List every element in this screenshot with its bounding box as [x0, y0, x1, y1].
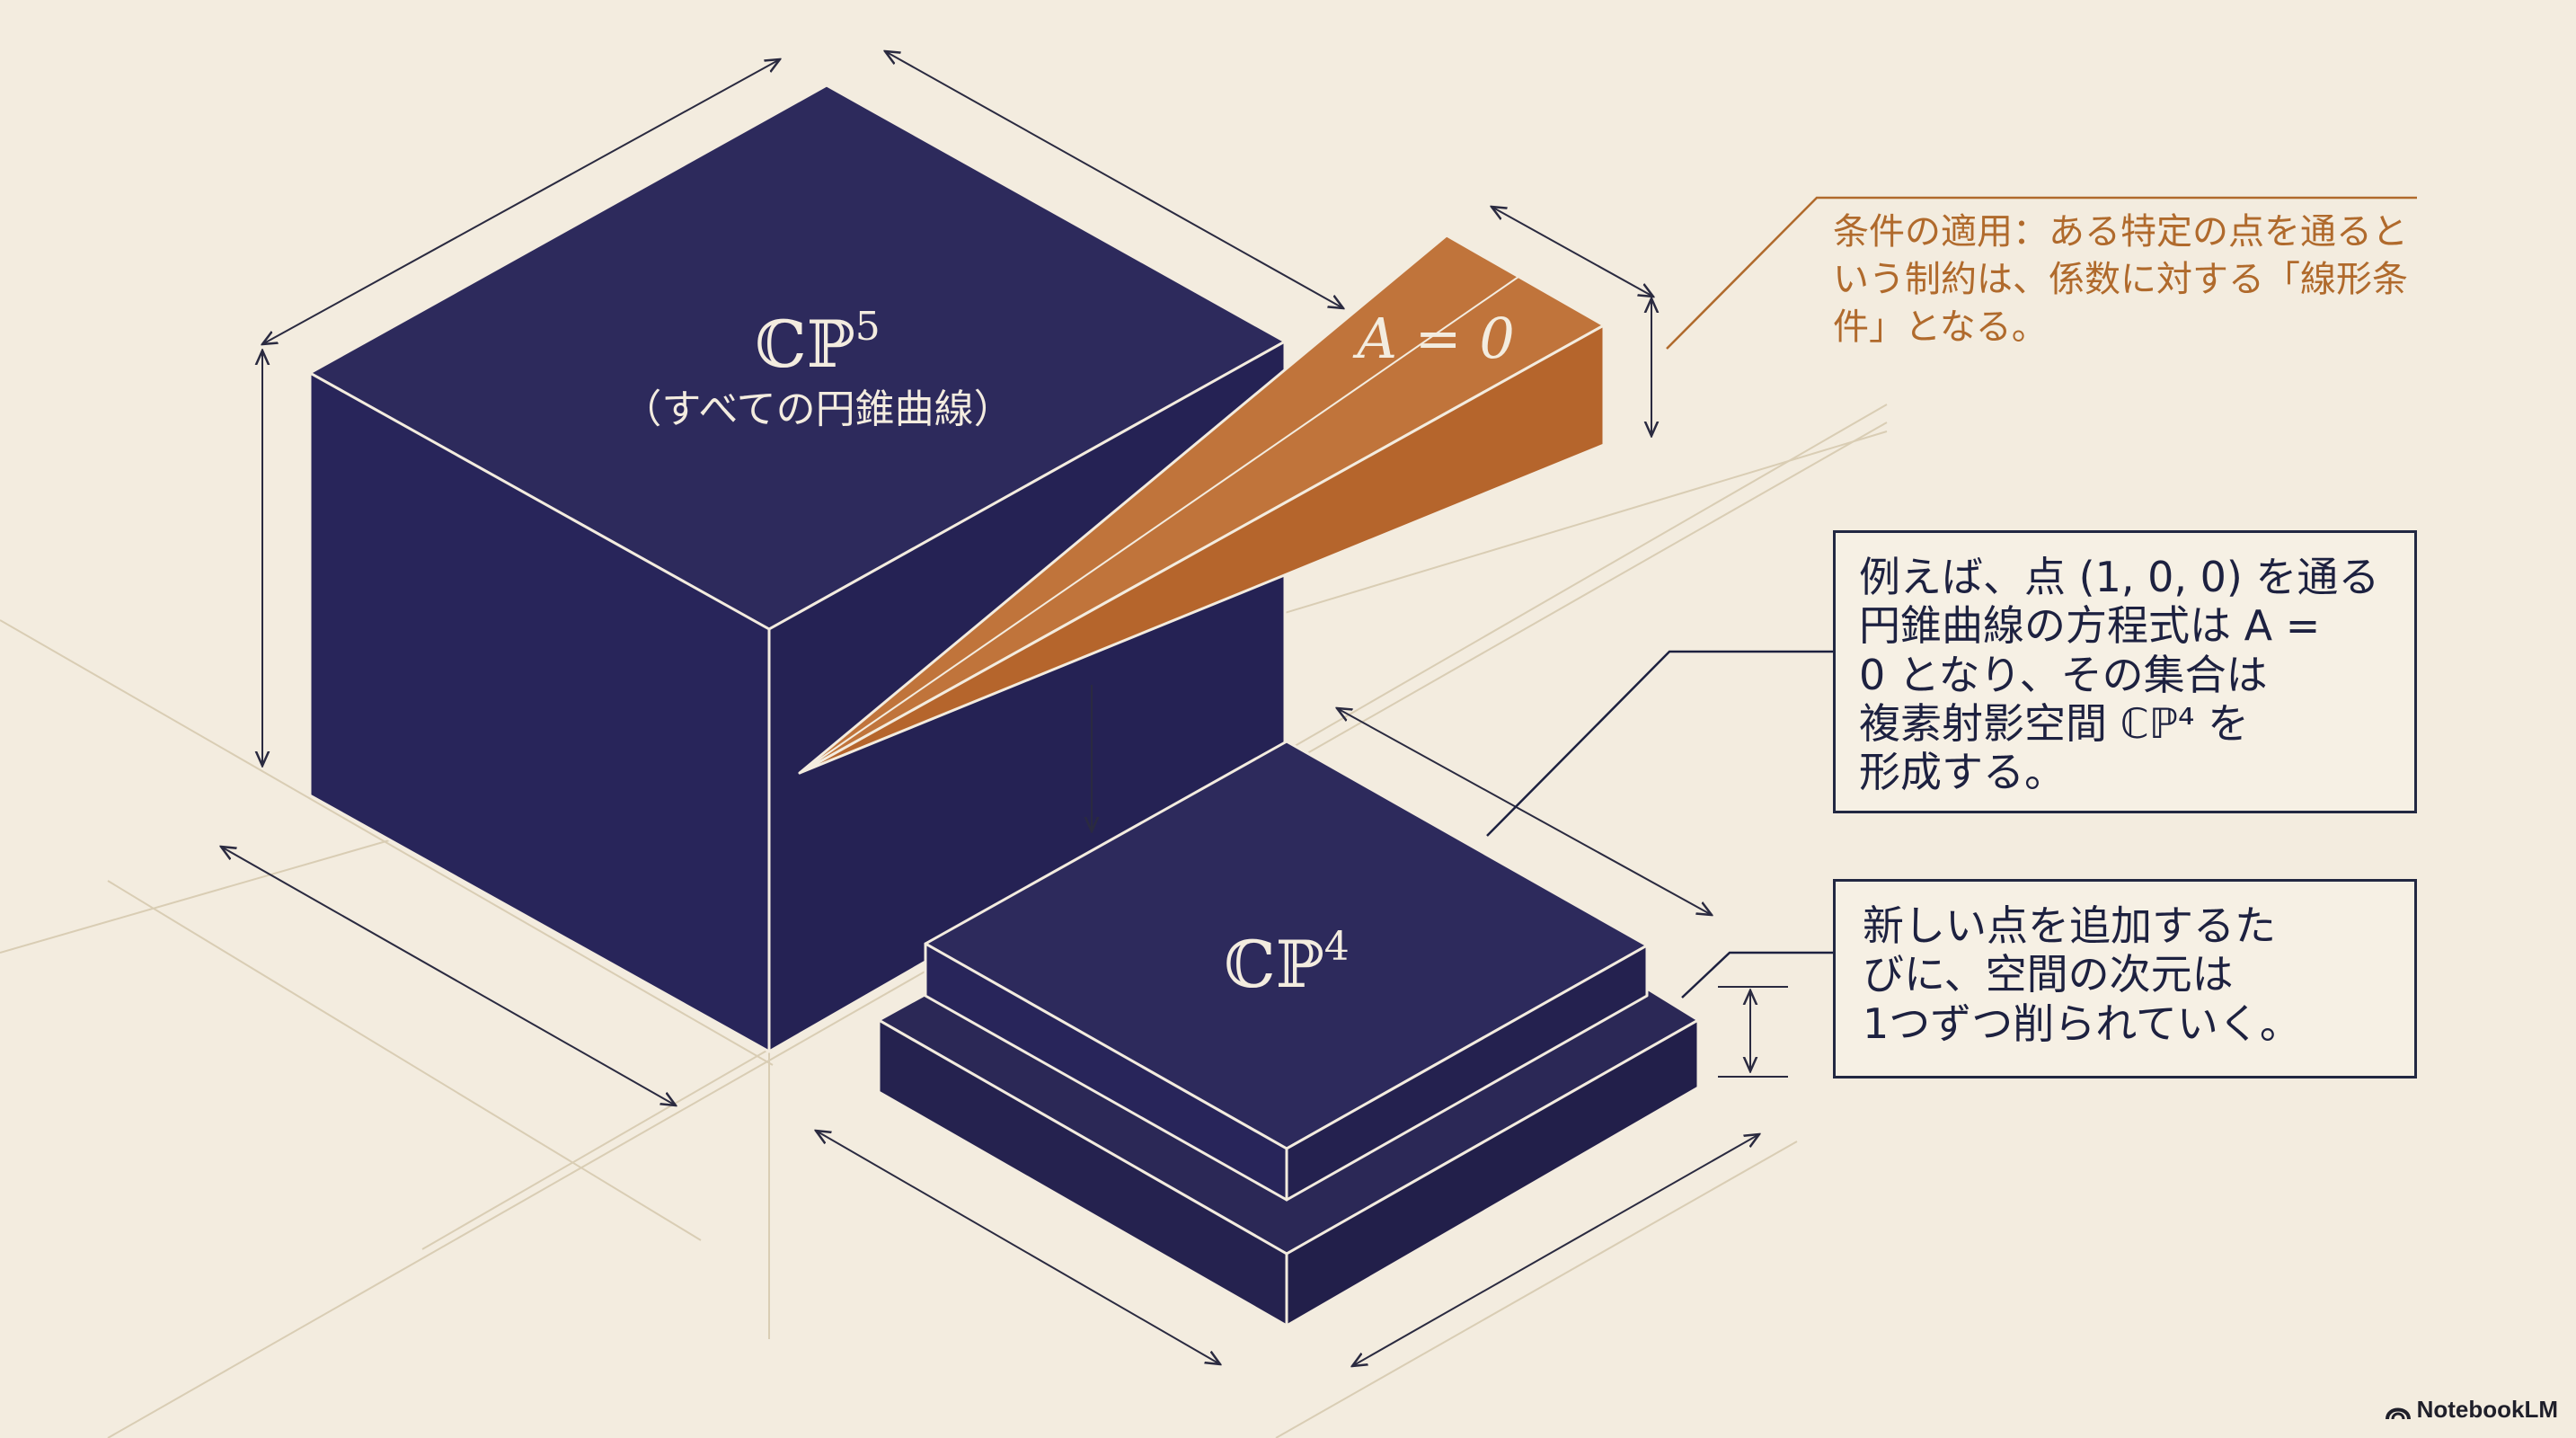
brand-name: NotebookLM: [2416, 1396, 2558, 1423]
dimension-line-2: びに、空間の次元は: [1863, 950, 2234, 999]
example-line-2: 円錐曲線の方程式は A =: [1859, 601, 2321, 651]
wedge-label: A = 0: [1352, 306, 1515, 371]
wedge-side-face: [798, 324, 1606, 775]
leader-lines: [1486, 196, 2417, 999]
cube-cp5-sublabel: （すべての円錐曲線）: [622, 386, 1013, 432]
example-line-3: 0 となり、その集合は: [1859, 650, 2268, 699]
example-line-1: 例えば、点 (1, 0, 0) を通る: [1859, 553, 2380, 601]
dimension-arrows: [221, 51, 1788, 1366]
condition-annotation: 条件の適用：ある特定の点を通るという制約は、係数に対する「線形条件」となる。: [1833, 211, 2408, 348]
notebooklm-logo-icon: [2385, 1407, 2411, 1419]
dimension-line-3: 1つずつ削られていく。: [1863, 999, 2301, 1048]
block-cp4-label-sup: 4: [1324, 924, 1350, 970]
cube-cp5-label-base: ℂℙ: [755, 306, 854, 382]
notebooklm-watermark: NotebookLM: [2385, 1396, 2558, 1424]
example-line-4: 複素射影空間 ℂℙ⁴ を: [1859, 698, 2250, 748]
block-cp4-label-base: ℂℙ: [1224, 927, 1323, 1002]
cube-cp5-label: ℂℙ5: [755, 304, 880, 382]
cube-cp5-label-sup: 5: [855, 304, 881, 350]
dimension-line-1: 新しい点を追加するた: [1863, 901, 2276, 950]
block-cp4-label: ℂℙ4: [1224, 924, 1349, 1002]
dimension-callout-box: 新しい点を追加するた びに、空間の次元は 1つずつ削られていく。: [1833, 879, 2417, 1078]
example-line-5: 形成する。: [1859, 748, 2066, 797]
example-callout-box: 例えば、点 (1, 0, 0) を通る 円錐曲線の方程式は A = 0 となり、…: [1833, 530, 2417, 813]
